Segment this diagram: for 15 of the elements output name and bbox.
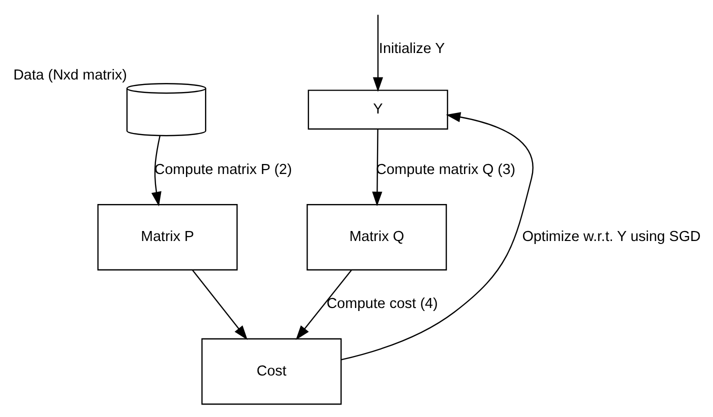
node-box: Matrix P — [97, 204, 238, 270]
arrow — [296, 269, 352, 340]
node-box: Y — [308, 89, 448, 130]
arrow — [151, 135, 162, 206]
edge-label: Initialize Y — [378, 40, 445, 56]
arrow — [372, 14, 384, 92]
arrow — [341, 112, 534, 360]
edge-label: Compute cost (4) — [326, 296, 438, 312]
node-box: Cost — [201, 338, 342, 404]
node-box: Matrix Q — [306, 204, 447, 270]
edge-label: Compute matrix P (2) — [154, 161, 292, 178]
arrow — [372, 128, 382, 206]
arrow — [192, 269, 248, 340]
edge-label: Optimize w.r.t. Y using SGD — [522, 228, 701, 245]
node-label: Data (Nxd matrix) — [13, 67, 127, 84]
